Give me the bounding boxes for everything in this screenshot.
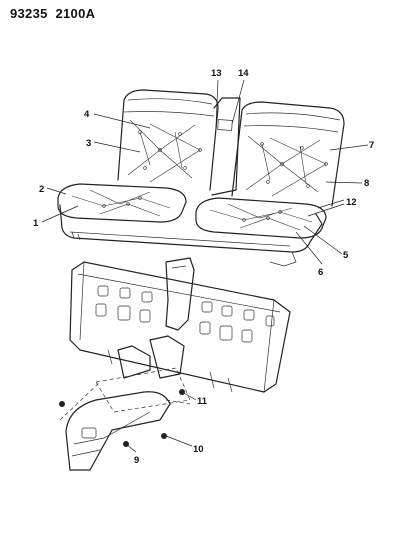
left-cushion-quilting — [71, 189, 171, 217]
seatback-frame-assembly — [59, 257, 291, 471]
left-seat-cushion — [57, 183, 187, 223]
right-back-quilting — [245, 135, 328, 197]
right-cushion-quilting — [209, 203, 313, 231]
callout-2: 2 — [39, 184, 44, 195]
callout-7: 7 — [369, 140, 374, 151]
callout-4: 4 — [84, 109, 90, 120]
reference-code: 2100A — [55, 6, 96, 21]
center-armrest — [211, 97, 241, 196]
callout-3: 3 — [86, 138, 91, 149]
callout-9: 9 — [134, 455, 139, 466]
leader-lines — [41, 79, 369, 453]
seat-base-frame — [59, 204, 323, 253]
callout-8: 8 — [364, 178, 369, 189]
frame-openings-right — [199, 301, 275, 343]
armrest-cover — [65, 391, 171, 471]
diagram-reference: 93235 2100A — [10, 6, 95, 21]
callout-14: 14 — [238, 68, 249, 79]
right-seatback-cushion — [231, 101, 345, 207]
hinge-bracket-left — [117, 345, 151, 379]
frame-openings-left — [95, 285, 153, 323]
left-seatback-cushion — [117, 89, 219, 191]
callout-5: 5 — [343, 250, 349, 261]
reference-number: 93235 — [10, 6, 48, 21]
callout-labels: 1 2 3 4 5 6 7 8 9 10 11 12 13 14 — [33, 68, 374, 466]
right-seat-cushion — [195, 197, 327, 239]
left-back-quilting — [127, 119, 202, 183]
callout-13: 13 — [211, 68, 222, 79]
callout-1: 1 — [33, 218, 39, 229]
callout-11: 11 — [197, 396, 208, 407]
armrest-insert — [165, 257, 195, 331]
callout-10: 10 — [193, 444, 204, 455]
callout-6: 6 — [318, 267, 323, 278]
hinge-bracket-right — [149, 335, 185, 379]
callout-12: 12 — [346, 197, 357, 208]
seatback-frame-panel — [69, 261, 291, 393]
mounting-outline — [95, 367, 191, 413]
bench-seat-assembly — [57, 89, 345, 267]
